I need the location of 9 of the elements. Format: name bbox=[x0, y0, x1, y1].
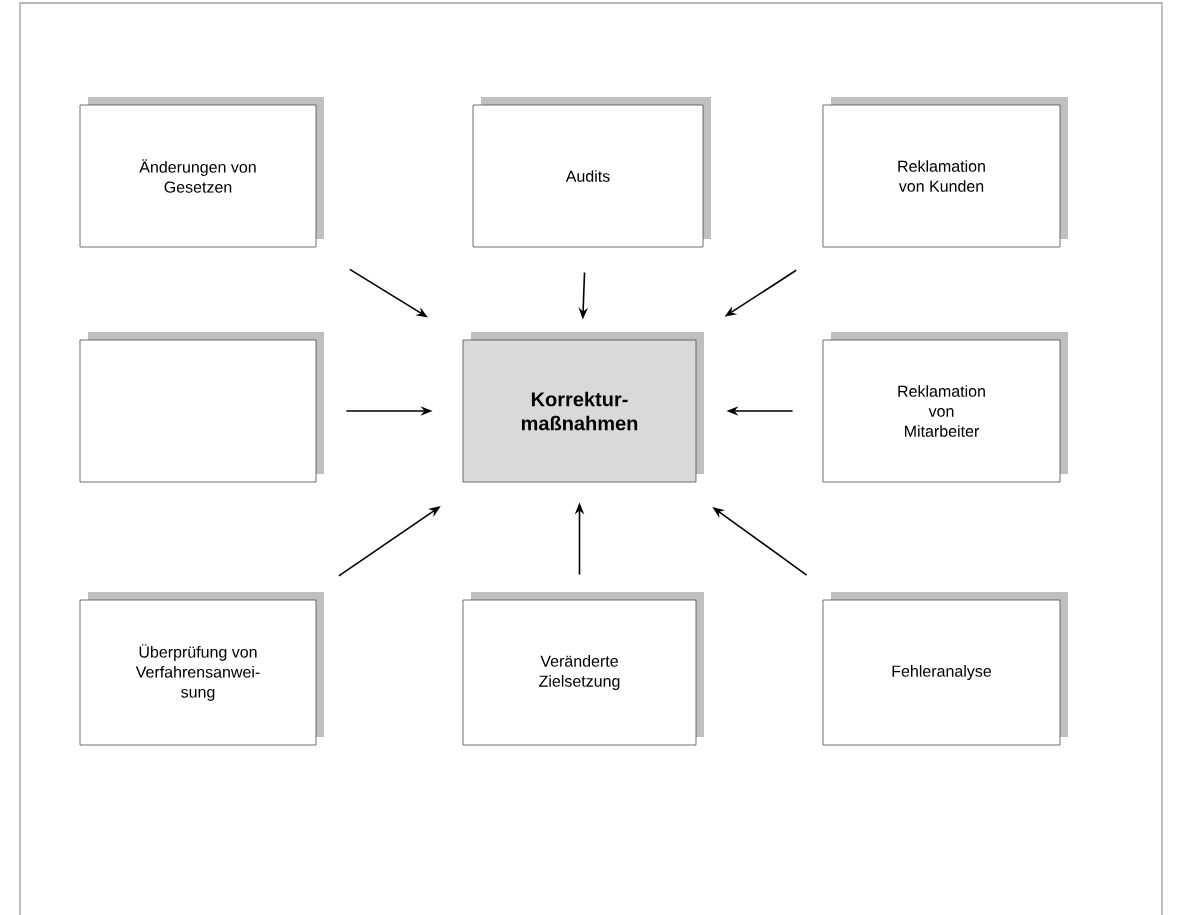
source-box: Veränderte Zielsetzung bbox=[462, 592, 704, 746]
source-box: Änderungen von Gesetzen bbox=[79, 97, 324, 248]
source-box: Reklamation von Mitarbeiter bbox=[822, 332, 1068, 483]
source-box: Audits bbox=[472, 97, 711, 248]
heading-box: Korrektur-maßnahmen bbox=[462, 332, 704, 483]
source-box: Reklamation von Kunden bbox=[822, 97, 1068, 248]
source-box: Überprüfung von Verfahrensanwei-sung bbox=[79, 592, 324, 746]
source-box: Fehleranalyse bbox=[822, 592, 1068, 746]
empty-box bbox=[79, 332, 324, 483]
